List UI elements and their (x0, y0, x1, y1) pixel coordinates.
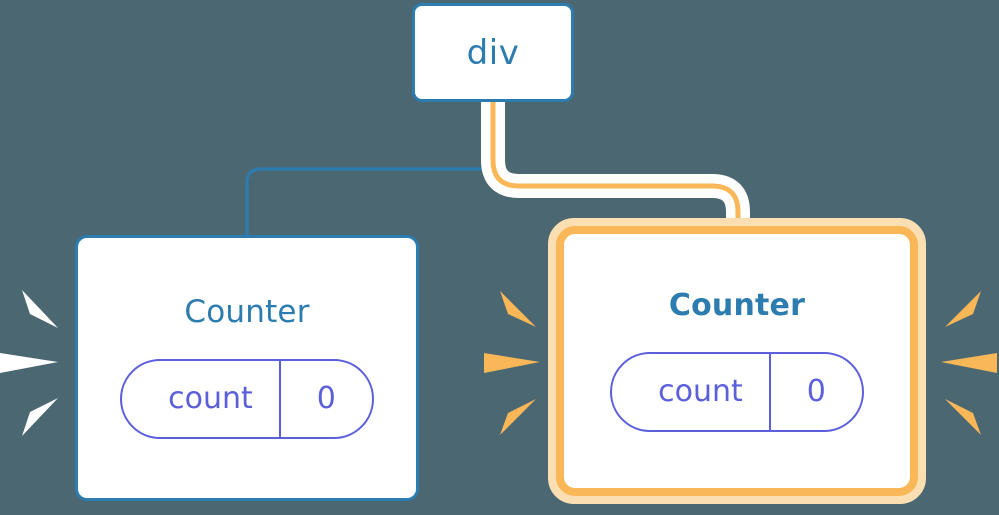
highlight-frame: Counter count 0 (556, 226, 918, 496)
state-value: 0 (768, 353, 862, 430)
node-div-label: div (466, 32, 520, 73)
edge-div-to-left (245, 99, 495, 238)
node-counter-left[interactable]: Counter count 0 (75, 235, 419, 501)
state-key: count (168, 381, 253, 416)
state-value: 0 (278, 361, 372, 437)
node-div[interactable]: div (412, 3, 574, 102)
state-key: count (658, 373, 743, 409)
edge-div-to-right-halo (481, 101, 750, 236)
edge-div-to-right (490, 101, 741, 236)
node-counter-right-label: Counter (668, 287, 806, 323)
node-counter-left-label: Counter (184, 294, 310, 330)
state-pill-counter-left: count 0 (120, 359, 374, 439)
state-pill-counter-right: count 0 (610, 351, 864, 432)
node-counter-right[interactable]: Counter count 0 (548, 218, 926, 504)
